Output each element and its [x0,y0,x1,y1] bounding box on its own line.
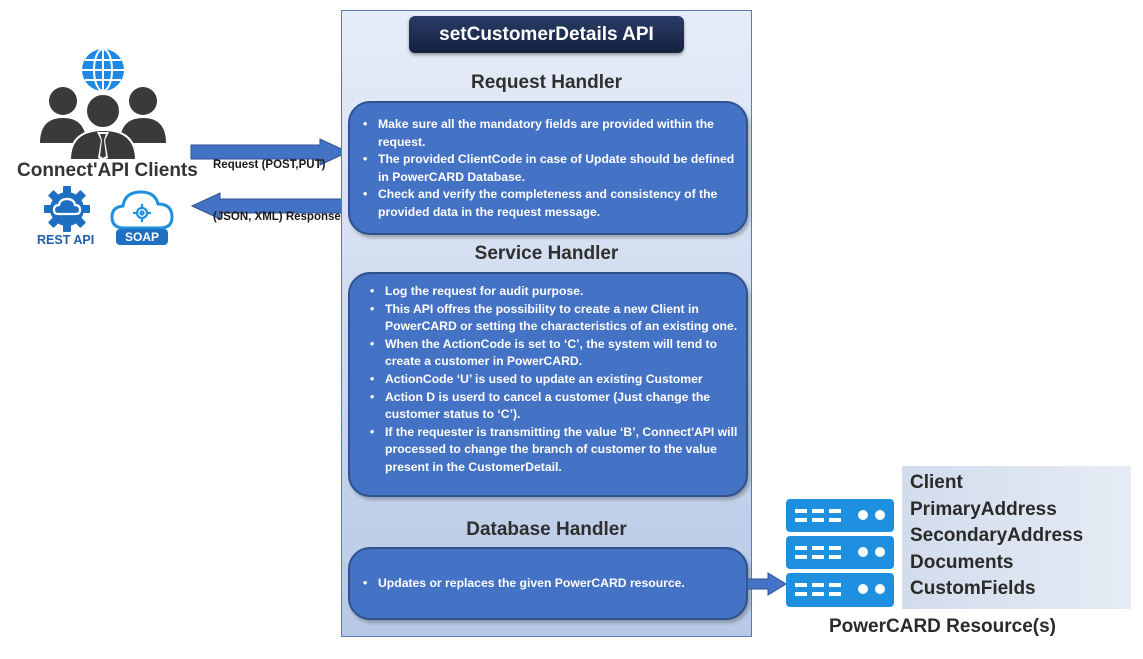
service-handler-item: ActionCode ‘U’ is used to update an exis… [370,371,746,389]
request-handler-item: The provided ClientCode in case of Updat… [363,151,746,186]
response-arrow-icon [190,192,350,220]
request-arrow-icon [190,138,350,166]
service-handler-box: Log the request for audit purpose. This … [348,272,748,497]
request-handler-box: Make sure all the mandatory fields are p… [348,101,748,235]
service-handler-title: Service Handler [474,243,619,264]
resource-item: PrimaryAddress [910,499,1057,520]
users-group-icon [40,48,166,161]
service-handler-item: If the requester is transmitting the val… [370,424,746,477]
resource-arrow-icon [746,572,787,596]
database-handler-item: Updates or replaces the given PowerCARD … [363,575,685,593]
resource-list-box [902,466,1131,609]
request-handler-title: Request Handler [471,72,622,93]
globe-icon [82,48,124,92]
request-handler-item: Make sure all the mandatory fields are p… [363,116,746,151]
rest-api-label: REST API [37,233,95,247]
service-handler-item: When the ActionCode is set to ‘C’, the s… [370,336,746,371]
resource-item: CustomFields [910,578,1036,599]
database-handler-box: Updates or replaces the given PowerCARD … [348,547,748,620]
clients-label: Connect'API Clients [17,160,198,181]
request-handler-item: Check and verify the completeness and co… [363,186,746,221]
response-label: (JSON, XML) Response [213,211,341,223]
rest-gear-cloud-icon [44,186,90,232]
server-stack-icon [786,499,894,607]
resources-caption: PowerCARD Resource(s) [829,616,1056,637]
service-handler-item: Action D is userd to cancel a customer (… [370,389,746,424]
service-handler-item: Log the request for audit purpose. [370,283,746,301]
resource-item: Documents [910,552,1014,573]
resource-item: Client [910,472,963,493]
request-label: Request (POST,PUT) [213,159,326,171]
api-title: setCustomerDetails API [409,16,684,53]
resource-item: SecondaryAddress [910,525,1084,546]
soap-cloud-gear-icon [110,190,174,230]
service-handler-item: This API offres the possibility to creat… [370,301,746,336]
database-handler-title: Database Handler [466,519,627,540]
soap-label: SOAP [116,229,168,245]
